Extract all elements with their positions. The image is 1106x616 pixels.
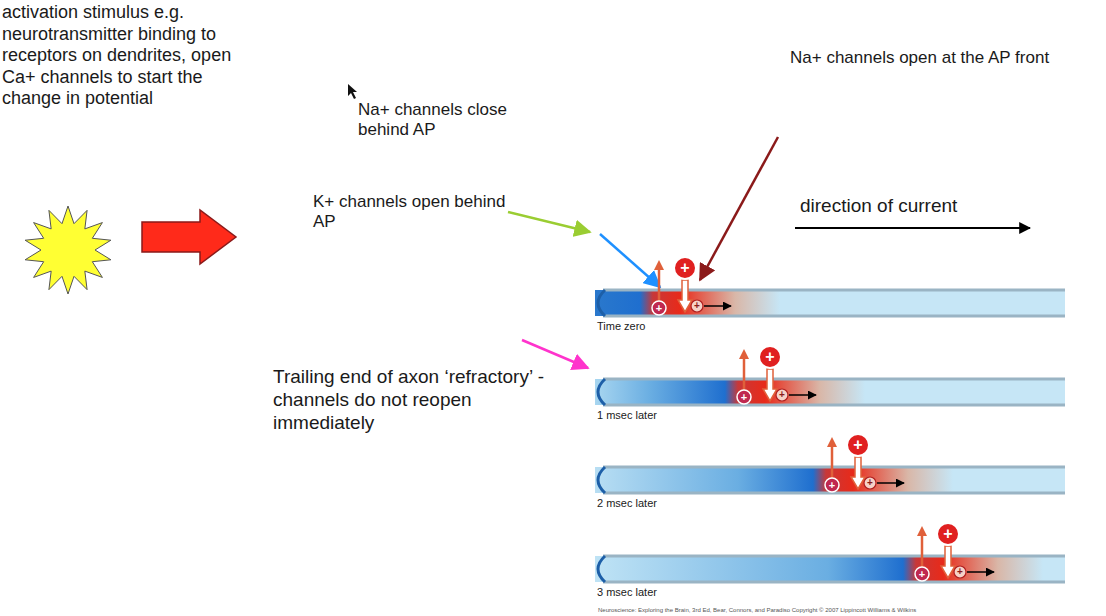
charge-sign: + (694, 301, 700, 311)
charge-sign: + (943, 526, 952, 542)
charge-sign: + (765, 349, 774, 365)
annotation: 3 msec later (597, 586, 657, 599)
annotation: K+ channels open behind AP (313, 192, 513, 233)
charge-sign: + (741, 392, 747, 403)
axon (595, 434, 1065, 493)
credit-line: Neuroscience: Exploring the Brain, 3rd E… (598, 607, 916, 614)
charge-sign: + (957, 567, 963, 577)
annotation: activation stimulus e.g. neurotransmitte… (2, 2, 264, 110)
stimulus-starburst (25, 206, 111, 294)
charge-sign: + (853, 437, 862, 453)
annotation: 2 msec later (597, 497, 657, 510)
axon (595, 346, 1065, 405)
annotation: Na+ channels open at the AP front (790, 48, 1049, 68)
current-arrow (795, 227, 1030, 229)
leader-line (522, 340, 588, 368)
annotation: Na+ channels close behind AP (358, 100, 558, 141)
charge-sign: + (680, 260, 689, 276)
leader-line (600, 234, 660, 287)
charge-sign: + (919, 569, 925, 580)
charge-sign: + (656, 303, 662, 314)
annotation: Time zero (597, 320, 646, 333)
annotation: direction of current (800, 195, 957, 218)
axon (595, 523, 1065, 582)
charge-sign: + (779, 390, 785, 400)
stimulus-arrow (142, 210, 236, 264)
leader-line (700, 137, 778, 280)
leader-line (508, 212, 590, 232)
charge-sign: + (829, 480, 835, 491)
annotation: Trailing end of axon ‘refractory’ - chan… (273, 366, 578, 434)
charge-sign: + (867, 478, 873, 488)
axon (595, 257, 1065, 316)
annotation: 1 msec later (597, 409, 657, 422)
mouse-cursor (348, 84, 357, 99)
